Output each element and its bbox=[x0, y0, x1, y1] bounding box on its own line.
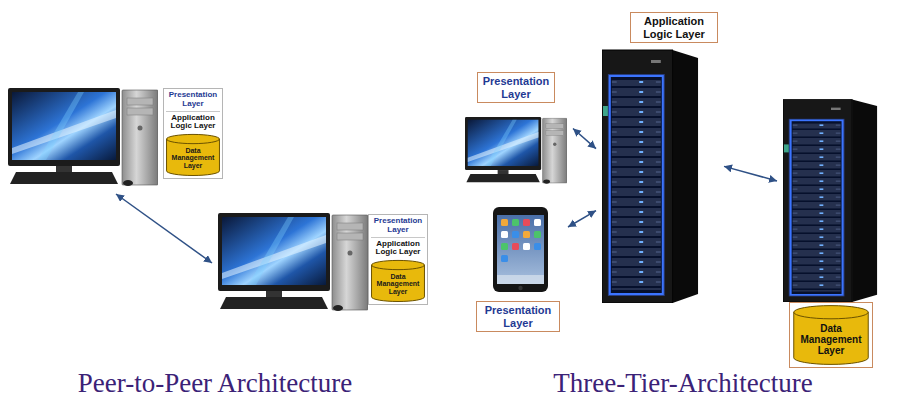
layer-label: Presentation Layer bbox=[166, 91, 220, 112]
device-node: Data Management Layer bbox=[781, 96, 881, 370]
architecture-caption: Three-Tier-Architecture bbox=[553, 368, 812, 399]
server-rack bbox=[602, 50, 698, 303]
desktop-computer bbox=[465, 117, 567, 184]
desktop-computer bbox=[8, 88, 158, 186]
connector-arrow bbox=[573, 129, 596, 149]
layer-label: Presentation Layer bbox=[482, 75, 550, 100]
layer-label: Presentation Layer bbox=[371, 217, 425, 238]
layer-label: Application Logic Layer bbox=[166, 112, 220, 133]
tablet bbox=[493, 207, 548, 292]
layer-label: Presentation Layer bbox=[481, 304, 555, 329]
desktop-computer bbox=[218, 213, 368, 311]
connector-arrow bbox=[568, 211, 596, 227]
layer-box: Data Management Layer bbox=[789, 302, 873, 368]
layer-box: Application Logic Layer bbox=[630, 12, 718, 43]
layer-label: Data Management Layer bbox=[371, 273, 425, 296]
device-node: Presentation Layer bbox=[463, 70, 569, 187]
layer-box: Presentation LayerApplication Logic Laye… bbox=[163, 88, 223, 179]
device-node: Presentation Layer bbox=[474, 205, 564, 334]
connector-arrow bbox=[116, 194, 212, 263]
layer-label: Application Logic Layer bbox=[635, 15, 713, 40]
layer-label: Application Logic Layer bbox=[371, 238, 425, 259]
connector-arrow bbox=[724, 166, 777, 181]
layer-box: Presentation LayerApplication Logic Laye… bbox=[368, 214, 428, 305]
device-node: Presentation LayerApplication Logic Laye… bbox=[6, 86, 226, 190]
layer-label: Data Management Layer bbox=[166, 147, 220, 170]
database-cylinder: Data Management Layer bbox=[166, 134, 220, 176]
layer-box: Presentation Layer bbox=[477, 72, 555, 103]
device-node: Presentation LayerApplication Logic Laye… bbox=[216, 211, 430, 315]
device-node: Application Logic Layer bbox=[600, 10, 720, 305]
server-rack bbox=[783, 100, 877, 302]
database-cylinder: Data Management Layer bbox=[793, 305, 869, 365]
layer-box: Presentation Layer bbox=[476, 301, 560, 332]
database-cylinder: Data Management Layer bbox=[371, 260, 425, 302]
layer-label: Data Management Layer bbox=[793, 323, 869, 356]
architecture-caption: Peer-to-Peer Architecture bbox=[78, 368, 353, 399]
